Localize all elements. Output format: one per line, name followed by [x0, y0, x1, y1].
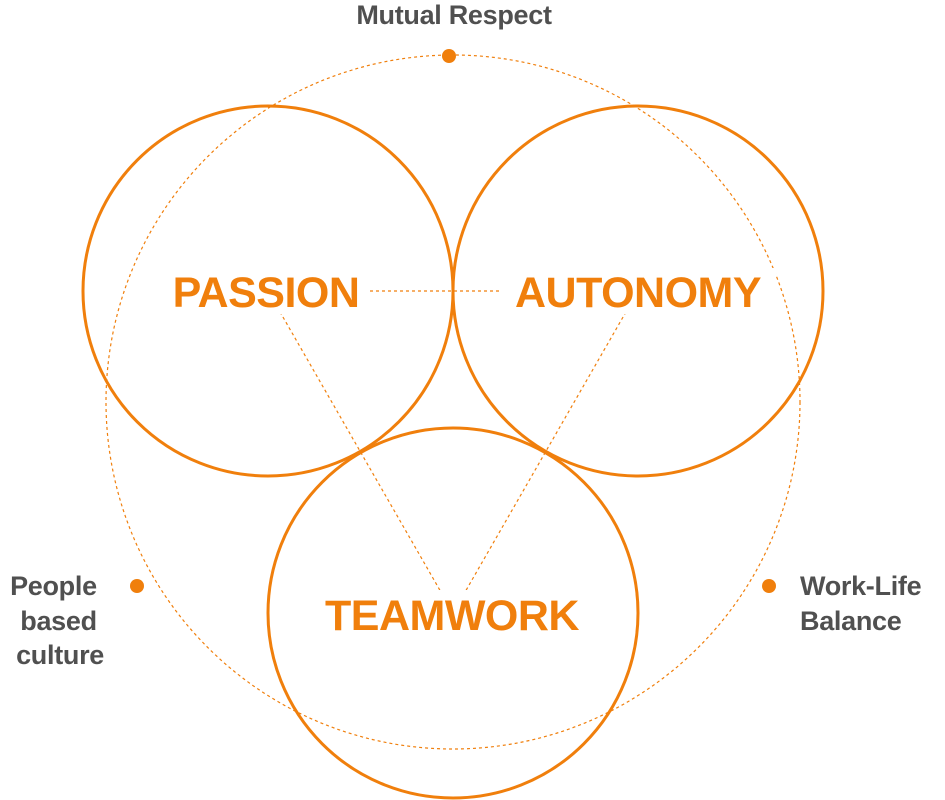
label-passion: PASSION: [173, 269, 360, 317]
label-work-life-balance: Work-Life Balance: [800, 571, 929, 636]
label-teamwork: TEAMWORK: [325, 592, 579, 640]
label-mask-teamwork: [315, 590, 591, 636]
dot-right: [762, 579, 776, 593]
label-people-line-3: culture: [16, 640, 104, 670]
connector-triangle: [267, 290, 639, 614]
label-people-based-culture: People based culture: [10, 571, 104, 670]
label-worklife-line-1: Work-Life: [800, 571, 922, 601]
label-autonomy: AUTONOMY: [515, 269, 761, 317]
circle-teamwork: [266, 426, 640, 800]
connector-autonomy-teamwork: [452, 290, 639, 614]
label-mask-passion: [164, 268, 370, 314]
label-people-line-1: People: [10, 571, 97, 601]
circle-autonomy: [451, 104, 825, 478]
connector-passion-teamwork: [267, 290, 454, 614]
label-people-line-2: based: [20, 606, 97, 636]
label-mutual-respect: Mutual Respect: [356, 0, 552, 30]
dot-left: [130, 579, 144, 593]
label-mask-autonomy: [500, 268, 776, 314]
label-worklife-line-2: Balance: [800, 606, 902, 636]
outer-dotted-ring: [105, 54, 801, 750]
dot-top: [442, 49, 456, 63]
